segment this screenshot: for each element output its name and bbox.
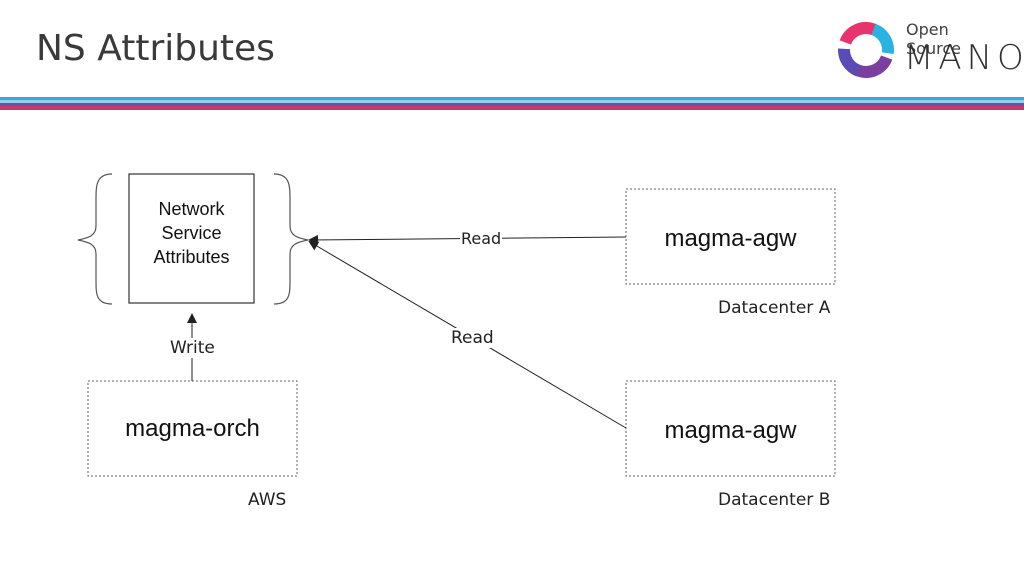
- mano-ring-icon: [838, 22, 894, 78]
- edge-label-read-a: Read: [460, 229, 503, 248]
- ns-label-line-2: Service: [161, 222, 222, 243]
- location-datacenter-a: Datacenter A: [718, 298, 831, 318]
- magma-agw-a-box: [625, 188, 836, 285]
- logo-text-mano: MANO: [904, 38, 1024, 78]
- ns-attributes-label: Network Service Attributes: [129, 174, 254, 303]
- location-aws: AWS: [248, 490, 287, 510]
- header-divider-stripes: [0, 97, 1024, 111]
- edge-label-write: Write: [168, 338, 217, 358]
- edge-label-read-b: Read: [449, 328, 496, 348]
- open-source-mano-logo: Open Source MANO: [836, 18, 1024, 82]
- ns-attributes-box: [128, 173, 255, 304]
- magma-orch-label: magma-orch: [125, 414, 260, 442]
- ns-label-line-3: Attributes: [153, 246, 230, 267]
- logo-text-open-source: Open Source: [906, 20, 961, 58]
- stripe-blue: [0, 97, 1024, 100]
- stripe-purple: [0, 103, 1024, 106]
- stripe-light-blue: [0, 100, 1024, 103]
- magma-agw-b-box: [625, 380, 836, 477]
- magma-agw-a-label: magma-agw: [664, 225, 797, 252]
- left-brace: [77, 173, 113, 305]
- stripe-magenta: [0, 106, 1024, 110]
- magma-agw-b-label: magma-agw: [664, 417, 797, 444]
- ns-label-line-1: Network: [158, 198, 225, 219]
- location-datacenter-b: Datacenter B: [718, 490, 831, 510]
- right-brace: [273, 173, 309, 305]
- slide-title: NS Attributes: [36, 28, 275, 69]
